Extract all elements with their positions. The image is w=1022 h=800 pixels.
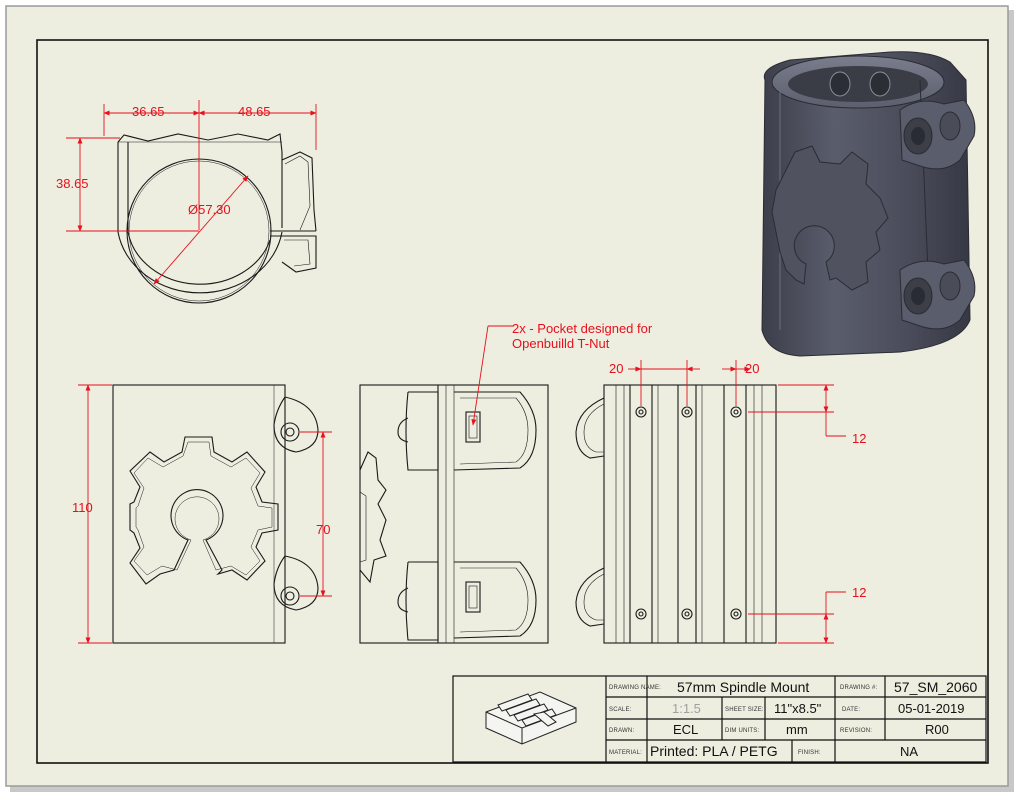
dim-hole-spacing: 70 [316,522,330,537]
label-dim-units: DIM UNITS: [725,728,759,734]
value-drawn: ECL [673,722,698,737]
label-finish: FINISH: [798,750,821,756]
dim-offset-bottom: 12 [852,585,866,600]
dim-spacing-left: 20 [609,361,623,376]
label-scale: SCALE: [609,707,632,713]
dim-offset-top: 12 [852,431,866,446]
dim-height: 38.65 [56,176,89,191]
dim-diameter: Ø57.30 [188,202,231,217]
dim-width-right: 48.65 [238,104,271,119]
side-view [359,384,549,644]
title-block [452,675,987,763]
drawing-frame [36,39,989,764]
value-drawing-name: 57mm Spindle Mount [677,679,809,695]
label-drawing-name: DRAWING NAME: [609,685,661,691]
dim-width-left: 36.65 [132,104,165,119]
value-material: Printed: PLA / PETG [650,743,778,759]
label-material: MATERIAL: [609,750,642,756]
top-view-dimensions [66,100,317,285]
value-finish: NA [900,744,918,759]
note-pocket-line2: Openbuilld T-Nut [512,336,610,351]
value-revision: R00 [925,722,949,737]
dim-spacing-right: 20 [745,361,759,376]
side-view-leader [471,325,514,426]
value-date: 05-01-2019 [898,701,965,716]
value-scale: 1:1.5 [672,701,701,716]
dim-front-height: 110 [72,500,93,515]
label-drawing-number: DRAWING #: [840,685,878,691]
label-date: DATE: [842,707,860,713]
value-drawing-number: 57_SM_2060 [894,679,978,695]
front-view-dimensions [78,384,332,644]
rear-view [575,384,777,644]
isometric-render [761,51,976,357]
rear-view-dimensions [628,360,846,644]
front-view [112,384,319,644]
label-drawn: DRAWN: [609,728,634,734]
title-block-thumbnail [485,691,577,745]
value-dim-units: mm [786,722,808,737]
label-revision: REVISION: [840,728,872,734]
label-sheet-size: SHEET SIZE: [725,707,764,713]
value-sheet-size: 11"x8.5" [774,701,822,716]
note-pocket-line1: 2x - Pocket designed for [512,321,653,336]
